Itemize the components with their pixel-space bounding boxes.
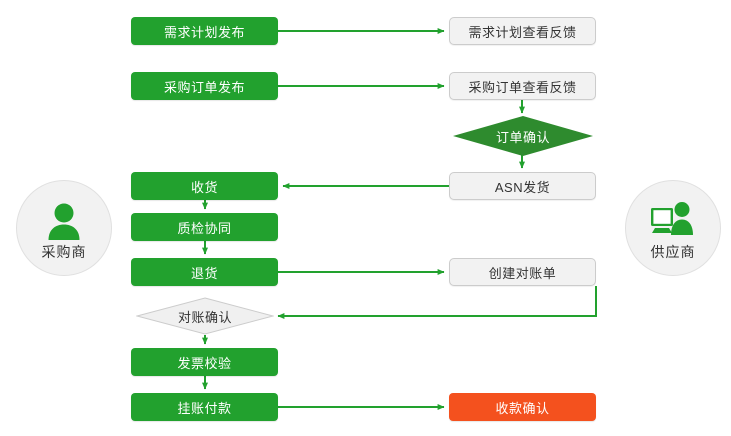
node-demand-plan-publish[interactable]: 需求计划发布 <box>131 17 278 45</box>
node-label: 采购订单发布 <box>163 79 245 95</box>
node-demand-plan-feedback[interactable]: 需求计划查看反馈 <box>449 17 596 45</box>
person-computer-icon <box>650 198 696 242</box>
node-po-publish[interactable]: 采购订单发布 <box>131 72 278 100</box>
actor-supplier[interactable]: 供应商 <box>625 180 721 276</box>
node-label: 订单确认 <box>495 129 550 145</box>
node-create-statement[interactable]: 创建对账单 <box>449 258 596 286</box>
node-label: ASN发货 <box>494 179 551 195</box>
node-label: 质检协同 <box>177 220 232 236</box>
node-label: 挂账付款 <box>177 400 232 416</box>
node-label: 退货 <box>190 265 218 281</box>
actor-buyer[interactable]: 采购商 <box>16 180 112 276</box>
node-label: 对账确认 <box>177 309 232 325</box>
node-asn-ship[interactable]: ASN发货 <box>449 172 596 200</box>
person-icon <box>41 198 87 242</box>
node-order-confirm[interactable]: 订单确认 <box>453 116 593 156</box>
node-qc-collab[interactable]: 质检协同 <box>131 213 278 241</box>
node-label: 采购订单查看反馈 <box>468 79 577 95</box>
node-label: 创建对账单 <box>488 265 557 281</box>
actor-supplier-label: 供应商 <box>650 243 696 260</box>
node-label: 需求计划发布 <box>163 24 245 40</box>
node-invoice-check[interactable]: 发票校验 <box>131 348 278 376</box>
node-label: 收货 <box>190 179 218 195</box>
node-pending-payment[interactable]: 挂账付款 <box>131 393 278 421</box>
edge-statement-to-confirm <box>277 286 597 319</box>
node-label: 需求计划查看反馈 <box>468 24 577 40</box>
node-po-feedback[interactable]: 采购订单查看反馈 <box>449 72 596 100</box>
node-statement-confirm[interactable]: 对账确认 <box>136 297 274 335</box>
node-label: 发票校验 <box>177 355 232 371</box>
node-payment-confirm[interactable]: 收款确认 <box>449 393 596 421</box>
actor-buyer-label: 采购商 <box>41 243 87 260</box>
node-label: 收款确认 <box>495 400 550 416</box>
node-receive-goods[interactable]: 收货 <box>131 172 278 200</box>
node-return-goods[interactable]: 退货 <box>131 258 278 286</box>
